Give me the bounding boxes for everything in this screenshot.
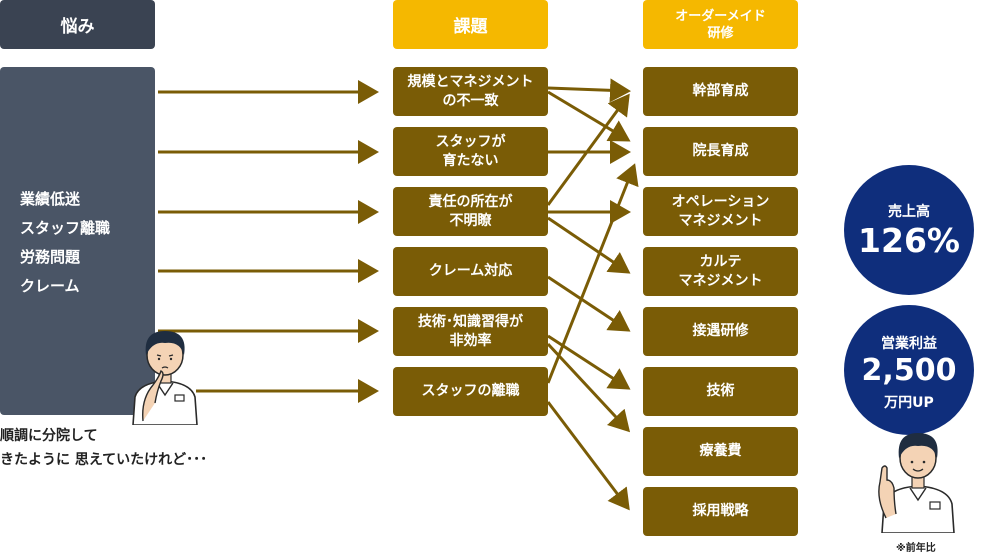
issue-box-staff-growth: スタッフが 育たない <box>393 127 548 176</box>
issue-box-text: 育たない <box>442 152 499 169</box>
training-box-technique: 技術 <box>643 367 798 416</box>
profit-unit: 万円UP <box>884 395 934 411</box>
training-box-text: 採用戦略 <box>692 503 749 519</box>
worries-header: 悩み <box>0 0 155 49</box>
worry-item: クレーム <box>20 277 80 295</box>
training-box-recruitment: 採用戦略 <box>643 487 798 536</box>
issue-box-staff-turnover: スタッフの離職 <box>393 367 548 416</box>
profit-result-circle: 営業利益 2,500 万円UP <box>844 305 974 435</box>
training-box-text: マネジメント <box>678 212 763 229</box>
issue-box-text: 規模とマネジメント <box>407 73 534 90</box>
issues-header: 課題 <box>393 0 548 49</box>
issue-box-scale-management: 規模とマネジメント の不一致 <box>393 67 548 116</box>
worries-list: 業績低迷 スタッフ離職 労務問題 クレーム <box>20 185 110 301</box>
sales-value: 126% <box>858 221 960 260</box>
arrow-issue-5-to-training-7 <box>546 342 631 433</box>
profit-value: 2,500 <box>861 353 957 388</box>
training-box-executive: 幹部育成 <box>643 67 798 116</box>
training-box-operation: オペレーション マネジメント <box>643 187 798 236</box>
issue-box-text: クレーム対応 <box>428 263 513 279</box>
arrow-issue-3-to-training-4 <box>547 216 631 274</box>
arrow-issue-6-to-training-2 <box>546 163 639 384</box>
training-box-text: 技術 <box>706 383 735 399</box>
issue-box-text: 非効率 <box>449 332 492 349</box>
year-over-year-note: ※前年比 <box>896 543 936 554</box>
training-box-chart: カルテ マネジメント <box>643 247 798 296</box>
training-box-text: オペレーション <box>671 193 770 210</box>
issues-header-label: 課題 <box>453 17 488 37</box>
issue-box-responsibility: 責任の所在が 不明瞭 <box>393 187 548 236</box>
worry-item: スタッフ離職 <box>20 219 111 237</box>
worry-item: 労務問題 <box>20 248 81 266</box>
issue-box-complaint: クレーム対応 <box>393 247 548 296</box>
arrow-issue-1-to-training-2 <box>547 90 631 142</box>
training-box-text: 院長育成 <box>692 143 749 159</box>
worried-doctor-illustration <box>132 331 198 425</box>
arrow-issue-5-to-training-6 <box>547 334 631 390</box>
training-box-text: 幹部育成 <box>692 83 749 99</box>
training-header-line1: オーダーメイド <box>675 8 766 24</box>
training-header-line2: 研修 <box>707 25 734 41</box>
arrow-issue-6-to-training-8 <box>546 401 630 511</box>
sales-result-circle: 売上高 126% <box>844 165 974 295</box>
arrow-issue-3-to-training-1 <box>546 93 630 206</box>
sales-label: 売上高 <box>888 204 930 220</box>
training-box-text: 接遇研修 <box>692 323 749 339</box>
issue-box-text: スタッフの離職 <box>421 383 520 399</box>
training-box-director: 院長育成 <box>643 127 798 176</box>
arrow-issue-4-to-training-5 <box>547 275 631 332</box>
training-box-text: マネジメント <box>678 272 763 289</box>
training-box-hospitality: 接遇研修 <box>643 307 798 356</box>
caption-line: 順調に分院して <box>0 428 98 444</box>
training-box-medical-fee: 療養費 <box>643 427 798 476</box>
arrow-issue-1-to-training-1 <box>547 78 631 103</box>
training-header: オーダーメイド 研修 <box>643 0 798 49</box>
issue-box-text: スタッフが <box>435 133 506 150</box>
caption-line: きたように 思えていたけれど･･･ <box>0 452 208 468</box>
training-box-text: 療養費 <box>699 443 742 459</box>
profit-label: 営業利益 <box>881 336 937 352</box>
pointing-doctor-illustration <box>878 433 955 533</box>
training-box-text: カルテ <box>699 253 742 270</box>
worry-item: 業績低迷 <box>20 190 81 208</box>
worries-header-label: 悩み <box>60 17 95 37</box>
issue-box-text: 技術･知識習得が <box>418 313 523 330</box>
worries-panel <box>0 67 155 415</box>
worries-caption: 順調に分院して きたように 思えていたけれど･･･ <box>0 424 207 472</box>
issue-box-skill-learning: 技術･知識習得が 非効率 <box>393 307 548 356</box>
issue-box-text: 不明瞭 <box>449 212 492 229</box>
issue-box-text: 責任の所在が <box>428 193 513 210</box>
issue-box-text: の不一致 <box>442 92 499 109</box>
